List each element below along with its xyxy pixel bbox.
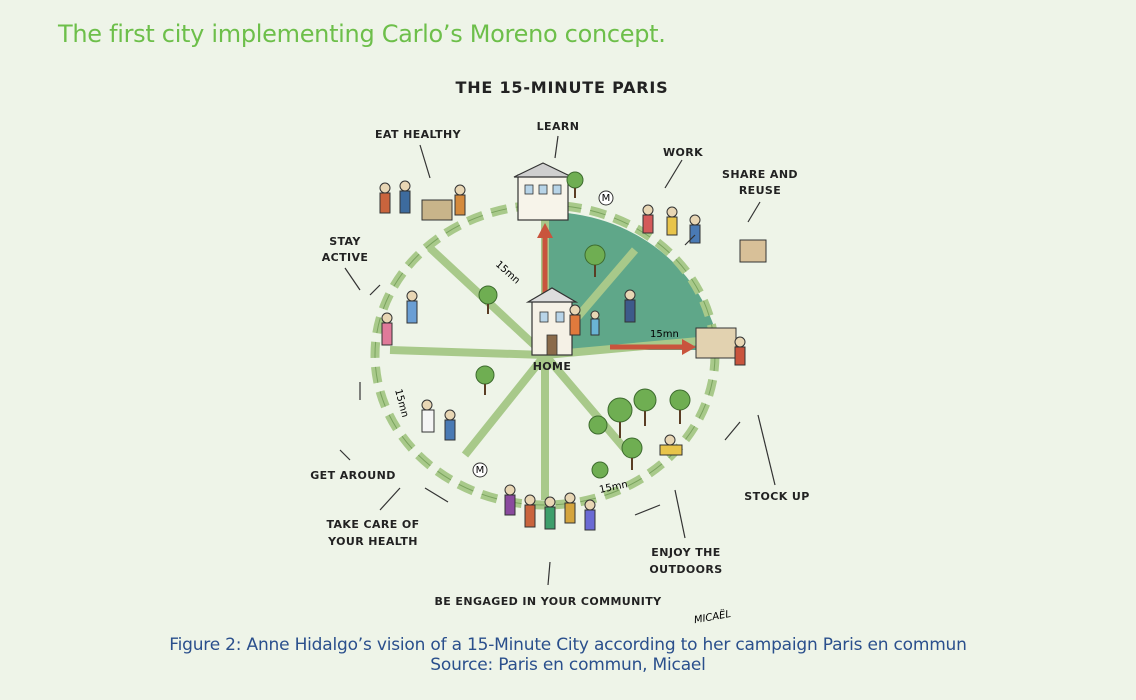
label-your-health: YOUR HEALTH bbox=[327, 535, 418, 548]
label-active: ACTIVE bbox=[322, 251, 369, 264]
direction-arrows bbox=[359, 234, 741, 516]
school-building bbox=[513, 162, 573, 221]
illustration-15-minute-paris: THE 15-MINUTE PARIS bbox=[300, 70, 830, 630]
label-learn: LEARN bbox=[537, 120, 580, 133]
label-stock-up: STOCK UP bbox=[744, 490, 809, 503]
label-home: HOME bbox=[533, 360, 572, 373]
minutes-label-1: 15mn bbox=[493, 259, 522, 286]
artist-signature: MICAËL bbox=[693, 607, 732, 626]
green-sector bbox=[545, 211, 720, 350]
label-stay: STAY bbox=[329, 235, 361, 248]
home-building bbox=[525, 287, 579, 356]
people-clusters bbox=[379, 180, 767, 531]
figure-source: Source: Paris en commun, Micael bbox=[430, 655, 706, 675]
metro-signs: M M bbox=[472, 190, 614, 478]
leader-lines bbox=[339, 135, 776, 586]
label-take-care-of: TAKE CARE OF bbox=[326, 518, 419, 531]
label-share-and: SHARE AND bbox=[722, 168, 798, 181]
label-eat-healthy: EAT HEALTHY bbox=[375, 128, 462, 141]
red-arrows bbox=[537, 223, 696, 355]
label-outdoors: OUTDOORS bbox=[649, 563, 722, 576]
svg-text:M: M bbox=[602, 193, 611, 204]
minutes-label-3: 15mn bbox=[392, 388, 410, 419]
figure-caption: Figure 2: Anne Hidalgo’s vision of a 15-… bbox=[169, 635, 967, 655]
label-get-around: GET AROUND bbox=[310, 469, 395, 482]
illustration-svg: THE 15-MINUTE PARIS bbox=[310, 78, 809, 626]
label-reuse: REUSE bbox=[739, 184, 781, 197]
label-work: WORK bbox=[663, 146, 703, 159]
minutes-label-2: 15mn bbox=[650, 329, 679, 340]
illustration-title: THE 15-MINUTE PARIS bbox=[455, 78, 668, 97]
page-subtitle: The first city implementing Carlo’s More… bbox=[58, 20, 666, 48]
label-be-engaged: BE ENGAGED IN YOUR COMMUNITY bbox=[435, 595, 663, 608]
svg-text:M: M bbox=[476, 465, 485, 476]
trees bbox=[475, 171, 691, 479]
label-enjoy-the: ENJOY THE bbox=[651, 546, 720, 559]
